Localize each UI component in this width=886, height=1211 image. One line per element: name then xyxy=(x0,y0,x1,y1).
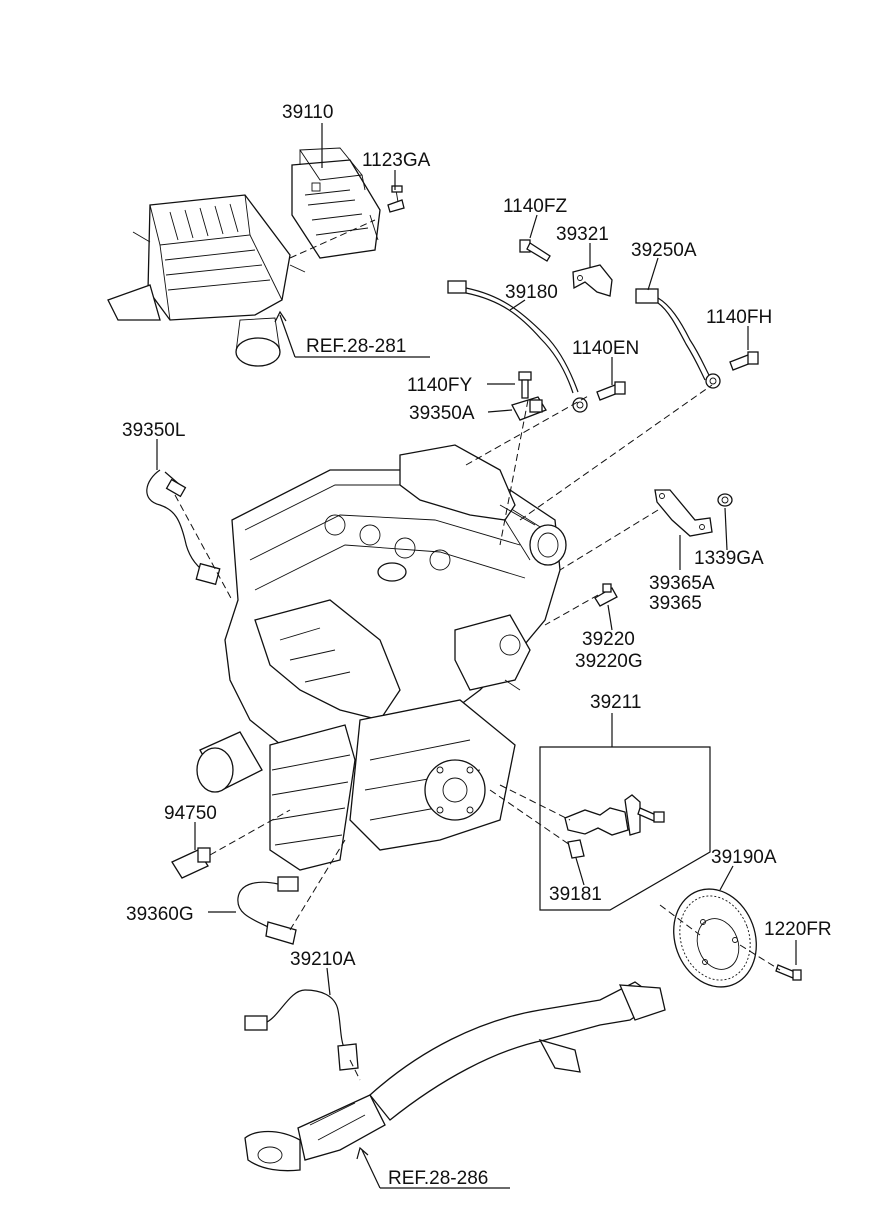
label-1220fr: 1220FR xyxy=(764,919,832,940)
sensor-39220 xyxy=(594,583,618,607)
bracket-39365a xyxy=(654,489,713,537)
bracket-39321 xyxy=(572,264,613,297)
sensor-39250a xyxy=(635,288,721,389)
label-1339ga: 1339GA xyxy=(694,548,764,569)
label-39360g: 39360G xyxy=(126,904,194,925)
leader-lines xyxy=(156,123,797,1189)
label-39250a: 39250A xyxy=(631,240,697,261)
nut-1339ga xyxy=(717,493,733,507)
label-39190a: 39190A xyxy=(711,847,777,868)
label-39350a: 39350A xyxy=(409,403,475,424)
label-1140en: 1140EN xyxy=(572,338,639,359)
sensor-39360g xyxy=(237,876,299,945)
oxygen-sensor-39350l xyxy=(146,469,221,586)
label-39211: 39211 xyxy=(590,692,641,713)
label-39220g: 39220G xyxy=(575,651,643,672)
ecm-unit xyxy=(291,147,381,259)
bolt-1220fr xyxy=(775,964,802,981)
reference-28-281[interactable]: REF.28-281 xyxy=(306,336,406,357)
engine-assembly xyxy=(196,444,567,871)
label-39321: 39321 xyxy=(556,224,609,245)
ring-gear-39190a xyxy=(673,888,757,988)
detail-box-39211 xyxy=(539,713,711,911)
sensor-39350a xyxy=(511,396,547,421)
label-1123ga: 1123GA xyxy=(362,150,431,171)
label-39365: 39365 xyxy=(649,593,702,614)
label-39220: 39220 xyxy=(582,629,635,650)
label-39210a: 39210A xyxy=(290,949,356,970)
label-39181: 39181 xyxy=(549,884,602,905)
label-1140fy: 1140FY xyxy=(407,375,472,396)
label-39180: 39180 xyxy=(505,282,558,303)
bolt-1140fz xyxy=(519,239,551,262)
label-94750: 94750 xyxy=(164,803,217,824)
sensor-cable-39180 xyxy=(447,280,588,413)
bolt-1140fh xyxy=(729,351,759,371)
bolt-1140fy xyxy=(518,371,532,399)
part-labels: 39110 1123GA 1140FZ 39321 39250A 39180 1… xyxy=(122,102,832,1189)
oil-switch-94750 xyxy=(171,847,211,879)
reference-28-286[interactable]: REF.28-286 xyxy=(388,1168,488,1189)
exhaust-pipe-assembly xyxy=(244,981,666,1172)
label-39110: 39110 xyxy=(282,102,333,123)
label-39365a: 39365A xyxy=(649,573,715,594)
label-1140fh: 1140FH xyxy=(706,307,772,328)
bolt-1140en xyxy=(596,381,626,401)
air-cleaner-assembly xyxy=(107,194,306,367)
label-39350l: 39350L xyxy=(122,420,185,441)
installation-dash-lines xyxy=(174,219,781,1081)
label-1140fz: 1140FZ xyxy=(503,196,567,217)
bolt-1123ga xyxy=(387,185,405,213)
sensor-39210a xyxy=(244,989,359,1071)
